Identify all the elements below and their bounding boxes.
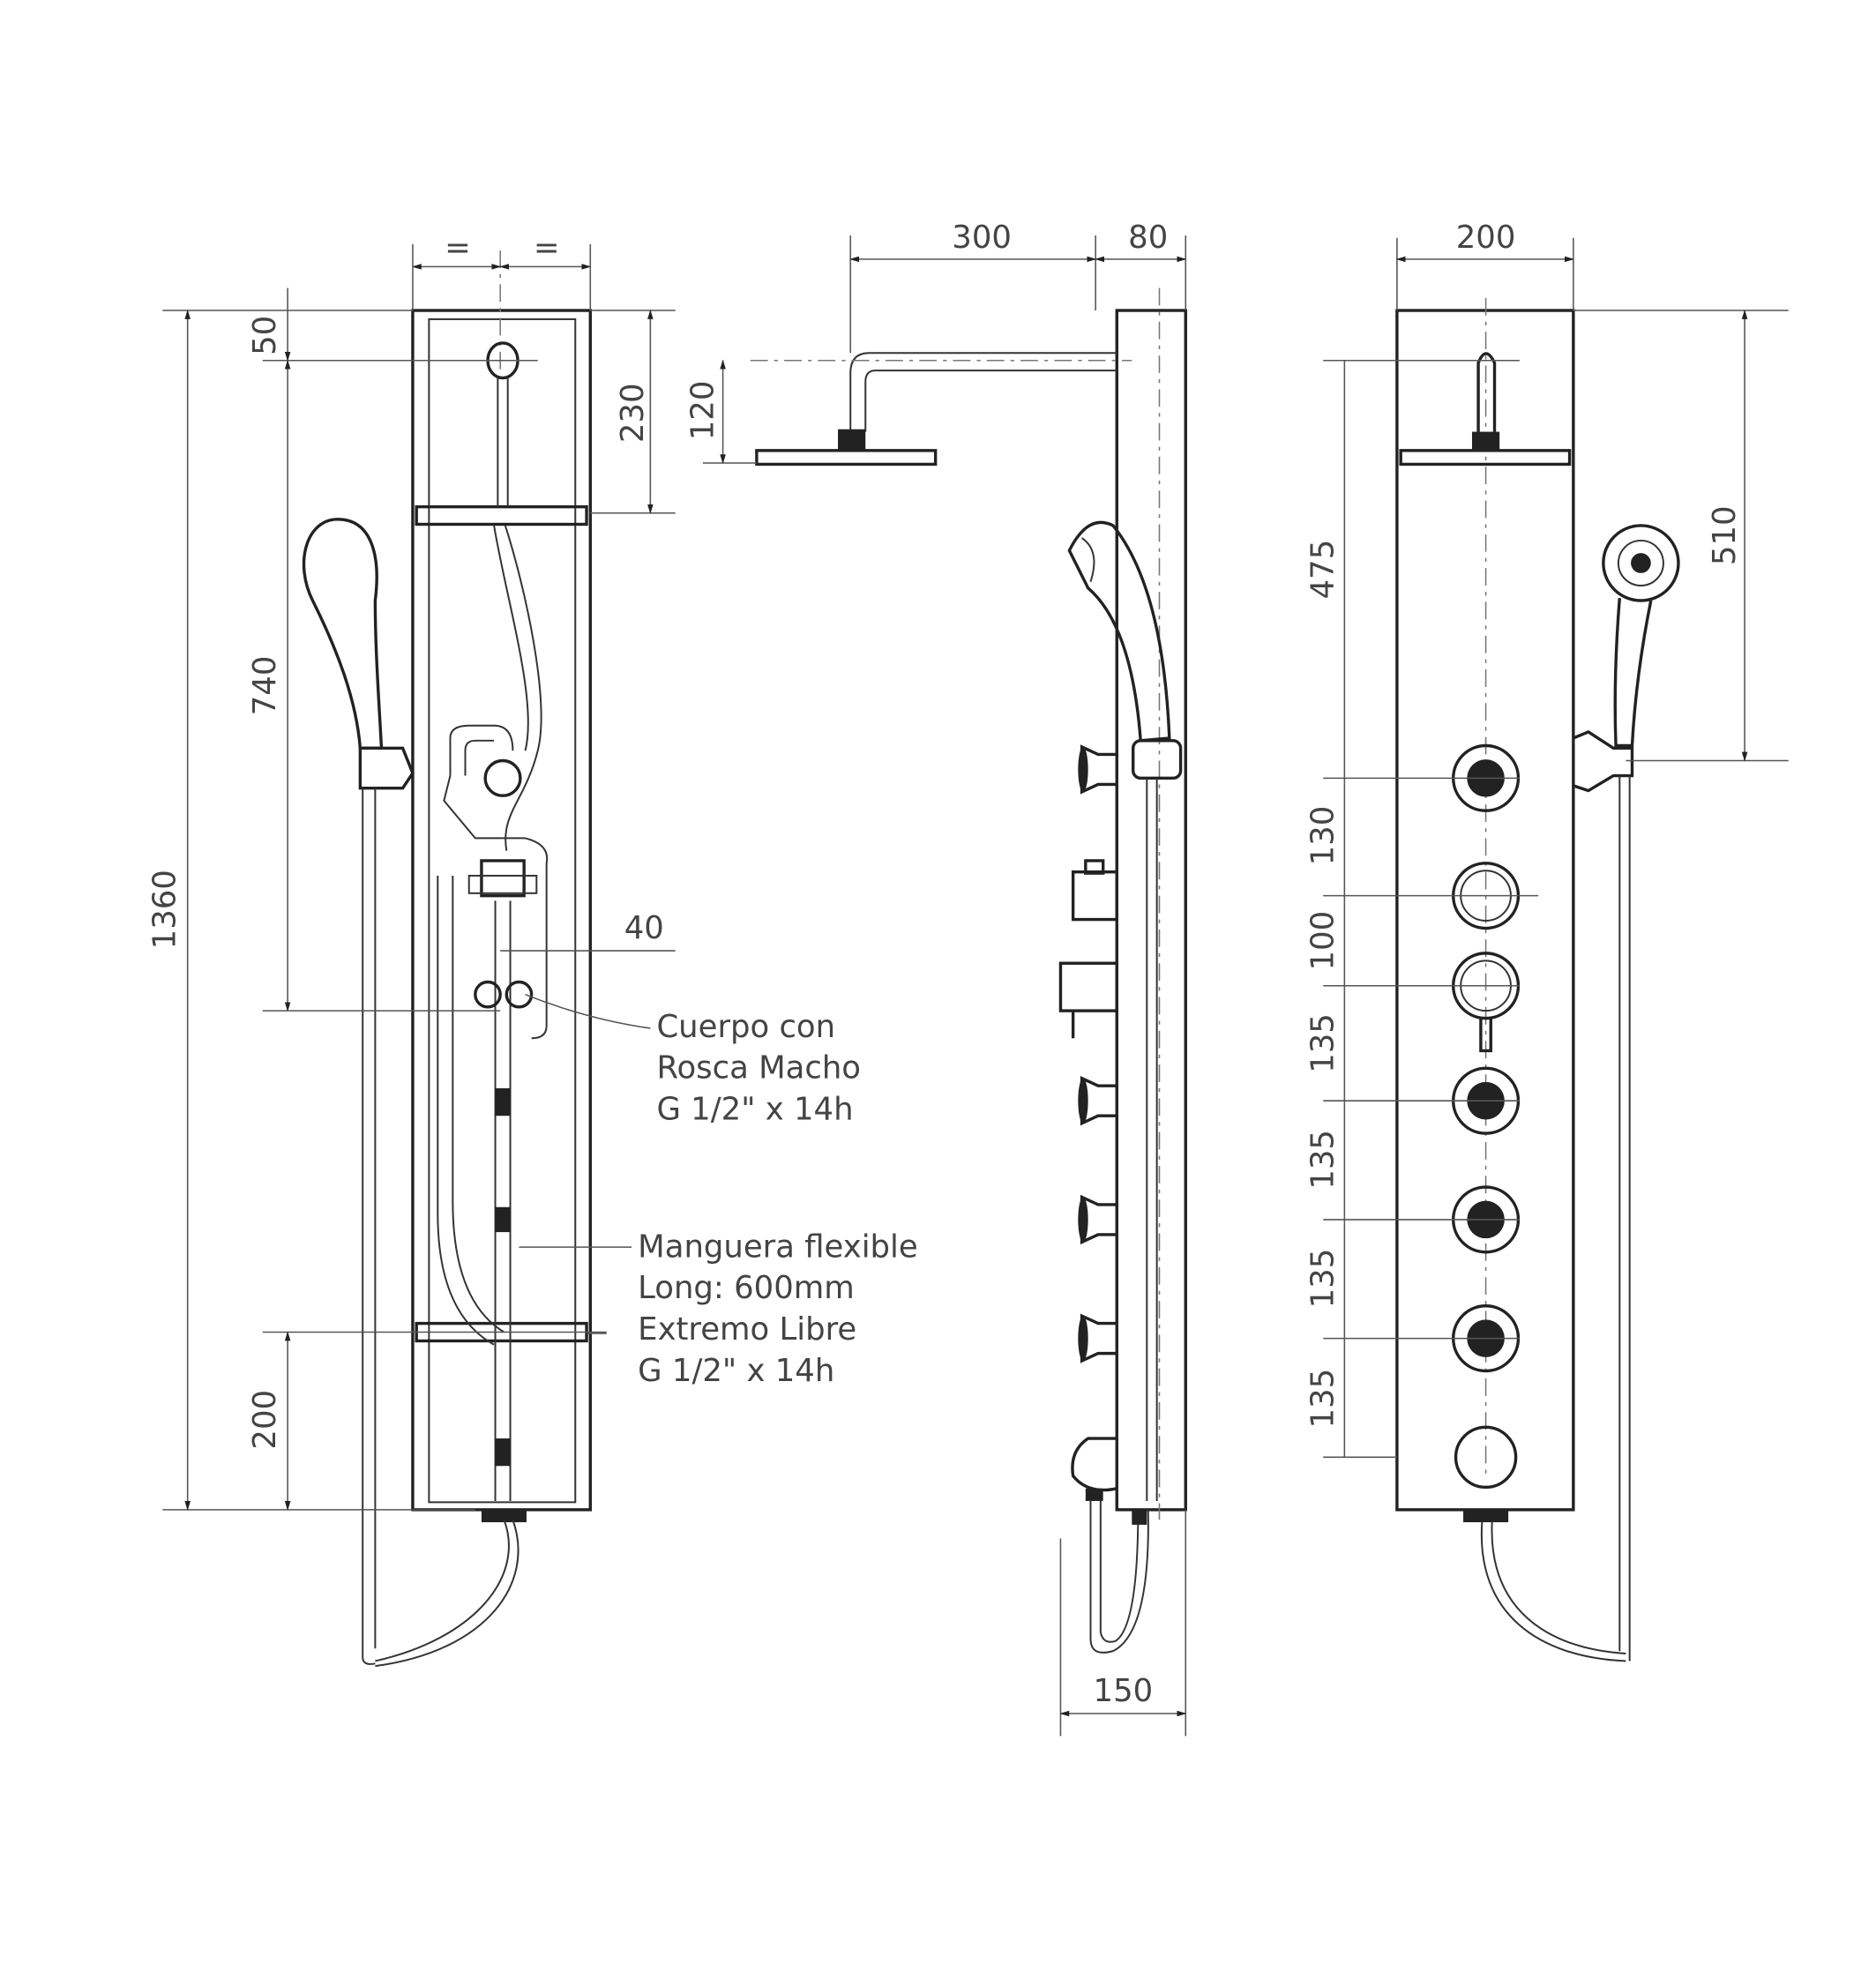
note-hose-line4: G 1/2" x 14h (638, 1353, 834, 1389)
dim-depth: 80 (1128, 220, 1168, 256)
dim-gap-5: 135 (1305, 1249, 1342, 1309)
dim-top-offset: 50 (247, 316, 283, 355)
dim-gap-2: 100 (1305, 911, 1342, 971)
front-view: = = 1360 50 740 200 230 40 Cuerpo con Ro… (147, 229, 918, 1668)
note-hose-line1: Manguera flexible (638, 1228, 918, 1265)
dim-gap-6: 135 (1305, 1369, 1342, 1429)
side-view: 300 80 120 150 (684, 220, 1187, 1736)
dim-gap-1: 130 (1305, 806, 1342, 866)
note-body-line3: G 1/2" x 14h (656, 1091, 853, 1127)
dim-base-depth: 150 (1094, 1673, 1154, 1709)
note-body-line1: Cuerpo con (656, 1009, 835, 1045)
dim-hand-shower: 510 (1707, 505, 1743, 565)
back-view: 200 510 475 130 100 135 135 135 135 (1305, 220, 1789, 1662)
dim-head-drop: 120 (684, 381, 721, 441)
dim-equal-left: = (445, 229, 471, 265)
dim-bottom: 200 (247, 1390, 283, 1450)
dim-width: 200 (1456, 220, 1516, 256)
dim-top-section: 230 (615, 383, 651, 443)
dim-body-offset: 40 (624, 910, 664, 946)
dim-first-jet: 475 (1305, 540, 1342, 600)
dim-outlet-to-body: 740 (247, 656, 283, 716)
dim-gap-3: 135 (1305, 1013, 1342, 1073)
note-hose-line3: Extremo Libre (638, 1311, 856, 1348)
jets (1452, 743, 1521, 1490)
dim-gap-4: 135 (1305, 1130, 1342, 1190)
note-hose-line2: Long: 600mm (638, 1270, 855, 1306)
dim-total-height: 1360 (147, 870, 183, 949)
note-body-line2: Rosca Macho (656, 1050, 861, 1087)
dim-equal-right: = (534, 229, 560, 265)
side-jets (1078, 744, 1117, 1363)
dim-arm-length: 300 (952, 220, 1012, 256)
